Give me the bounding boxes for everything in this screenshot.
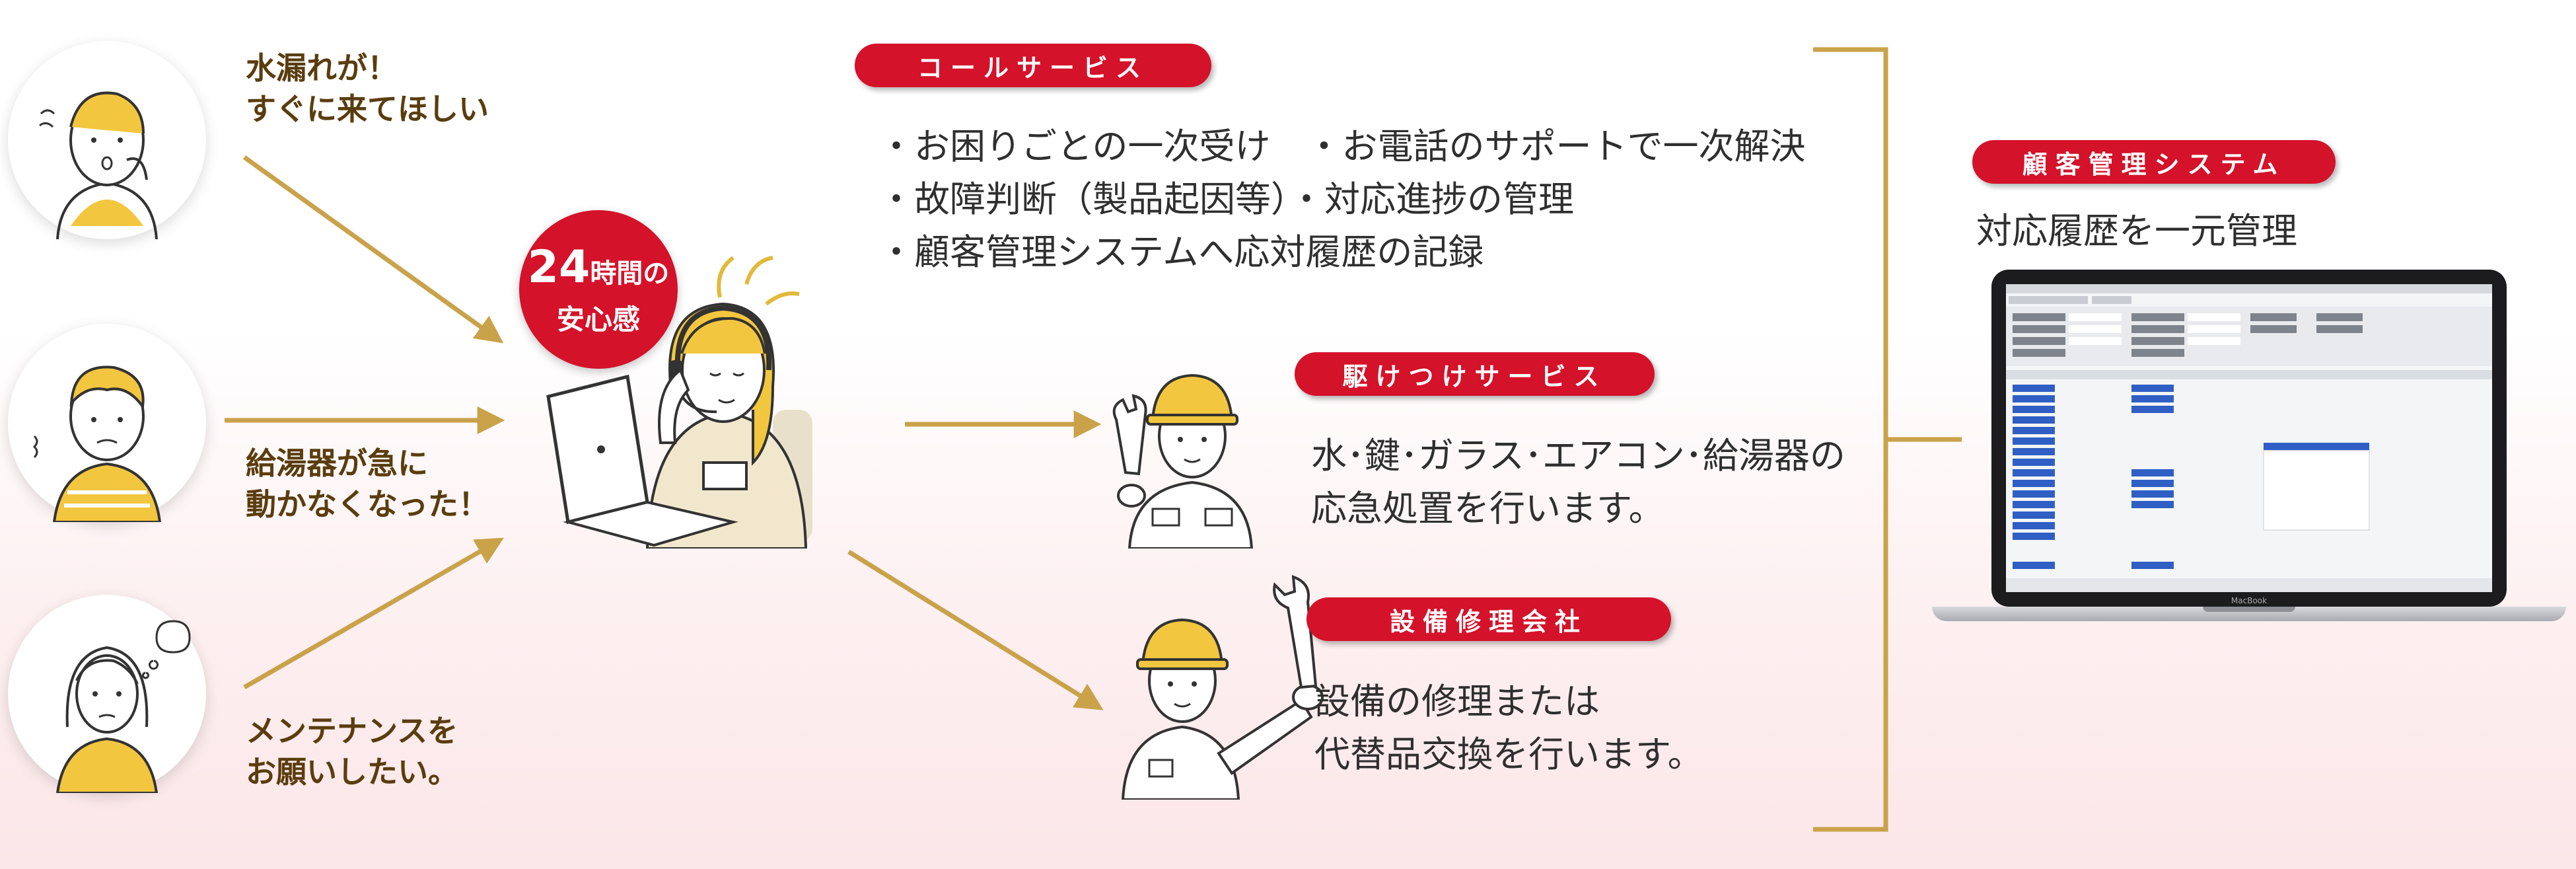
laptop: MacBook: [1932, 270, 2566, 640]
repair-company-label: 設備修理会社: [1306, 597, 1671, 641]
thinking-woman-icon: [8, 595, 206, 793]
dispatch-service-label: 駆けつけサービス: [1295, 352, 1655, 396]
call-service-items: ・お困りごとの一次受け ・お電話のサポートで一次解決 ・故障判断（製品起因等）・…: [878, 120, 1805, 279]
repair-company-line: 設備の修理または: [1314, 675, 1703, 728]
avatar-customer-1: [8, 41, 206, 239]
troubled-man-icon: [8, 324, 206, 522]
crm-ui-mock: [2006, 284, 2492, 592]
dispatch-service-line: 応急処置を行います。: [1311, 482, 1845, 535]
dispatch-service-desc: 水･鍵･ガラス･エアコン･給湯器の 応急処置を行います。: [1311, 430, 1845, 535]
quote-line: 給湯器が急に: [246, 443, 489, 484]
operator-with-headset-icon: [535, 245, 878, 548]
crm-screenshot: [2006, 284, 2492, 592]
crm-desc: 対応履歴を一元管理: [1976, 205, 2297, 258]
repair-company-line: 代替品交換を行います。: [1314, 728, 1703, 781]
laptop-brand-label: MacBook: [2216, 596, 2282, 605]
worried-woman-icon: [8, 41, 206, 239]
worker-with-wrench-icon: [1100, 357, 1265, 548]
avatar-customer-3: [8, 595, 206, 793]
crm-label: 顧客管理システム: [1972, 140, 2336, 184]
repair-company-desc: 設備の修理または 代替品交換を行います。: [1314, 675, 1703, 781]
quote-line: メンテナンスを: [246, 710, 458, 751]
quote-line: お願いしたい。: [246, 751, 458, 792]
customer-quote-2: 給湯器が急に 動かなくなった！: [246, 443, 489, 525]
call-service-item: ・顧客管理システムへ応対履歴の記録: [878, 226, 1805, 279]
arrow-customer3-to-operator: [244, 542, 497, 687]
customer-quote-3: メンテナンスを お願いしたい。: [246, 710, 458, 792]
arrow-operator-to-repair: [849, 552, 1096, 706]
laptop-notch: [2203, 607, 2295, 612]
call-service-item: ・故障判断（製品起因等）・対応進捗の管理: [878, 173, 1805, 226]
arrow-customer1-to-operator: [244, 157, 497, 338]
customer-quote-1: 水漏れが！ すぐに来てほしい: [246, 48, 489, 130]
avatar-customer-2: [8, 324, 206, 522]
quote-line: すぐに来てほしい: [246, 89, 489, 130]
call-service-label: コールサービス: [855, 44, 1211, 87]
quote-line: 動かなくなった！: [246, 484, 489, 525]
quote-line: 水漏れが！: [246, 48, 489, 89]
call-service-item: ・お困りごとの一次受け ・お電話のサポートで一次解決: [878, 120, 1805, 173]
dispatch-service-line: 水･鍵･ガラス･エアコン･給湯器の: [1311, 430, 1845, 482]
